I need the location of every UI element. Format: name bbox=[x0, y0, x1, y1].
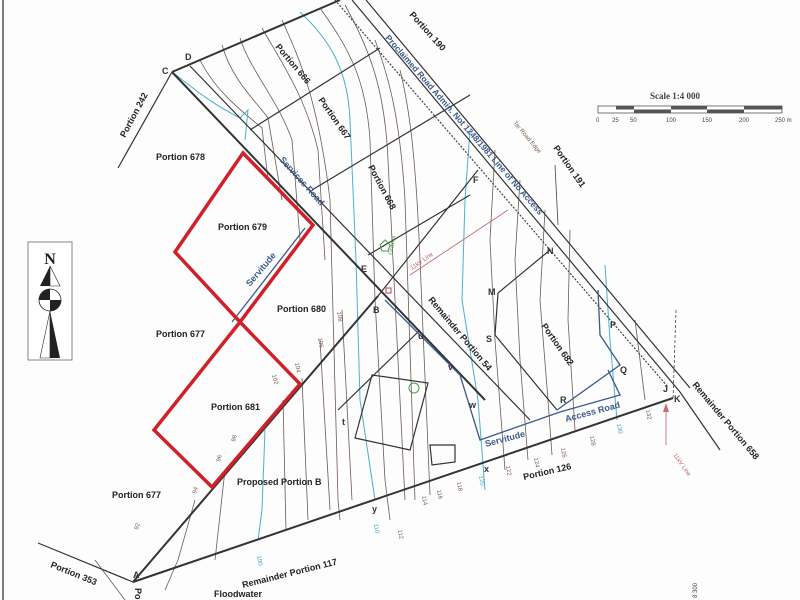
contour-label-104: 104 bbox=[293, 362, 301, 374]
parcel-681-outline[interactable] bbox=[151, 319, 303, 490]
contour-label-120: 120 bbox=[477, 475, 485, 487]
contour-label-124: 124 bbox=[532, 457, 540, 469]
label-portion-191: Portion 191 bbox=[551, 143, 587, 189]
label-portion-681: Portion 681 bbox=[211, 402, 260, 412]
contour-label-98: 98 bbox=[231, 434, 239, 443]
label-tar-road-edge: Tar Road Edge bbox=[511, 120, 542, 155]
label-portion-679: Portion 679 bbox=[218, 222, 267, 232]
point-n: N bbox=[547, 246, 554, 256]
label-portion-668: Portion 668 bbox=[366, 163, 398, 211]
scale-tick-25: 25 bbox=[612, 118, 619, 124]
label-remainder-658: Remainder Portion 658 bbox=[690, 380, 761, 462]
contour-label-100: 100 bbox=[255, 555, 263, 567]
point-e: E bbox=[361, 264, 367, 274]
contour-label-116: 116 bbox=[435, 489, 443, 500]
contour-lines bbox=[94, 4, 646, 600]
label-graves: Graves bbox=[388, 235, 397, 255]
contour-label-126: 126 bbox=[559, 447, 567, 459]
power-lines bbox=[409, 209, 669, 445]
label-proclaimed-road: Proclaimed Road Admin. Not 1248/1981 Lin… bbox=[383, 33, 545, 217]
point-a: A bbox=[133, 570, 140, 580]
marker-icon bbox=[385, 287, 392, 294]
point-m: M bbox=[488, 287, 496, 297]
north-arrow-icon: N bbox=[27, 241, 73, 361]
tree-icon bbox=[408, 382, 420, 394]
point-d: D bbox=[185, 52, 192, 62]
scale-tick-150: 150 bbox=[702, 118, 713, 124]
point-f: F bbox=[473, 175, 479, 185]
scale-tick-200: 200 bbox=[739, 118, 750, 124]
label-portion-678: Portion 678 bbox=[156, 152, 205, 162]
contour-label-132: 132 bbox=[644, 409, 652, 421]
point-w: w bbox=[468, 400, 477, 410]
label-portion-677b: Portion 677 bbox=[112, 490, 161, 500]
label-proposed-portion-b: Proposed Portion B bbox=[237, 477, 322, 487]
point-x: x bbox=[484, 464, 489, 474]
point-b: B bbox=[373, 305, 380, 315]
label-11kv-line-1: 11kV Line bbox=[410, 251, 435, 271]
contour-label-114: 114 bbox=[420, 495, 428, 506]
point-j: J bbox=[663, 384, 668, 394]
label-remainder-117: Remainder Portion 117 bbox=[241, 557, 338, 590]
contour-label-102: 102 bbox=[270, 374, 279, 386]
label-portion-126: Portion 126 bbox=[522, 461, 572, 482]
contour-label-122: 122 bbox=[504, 465, 512, 477]
proclaimed-road bbox=[334, 0, 721, 451]
scale-title: Scale 1:4 000 bbox=[650, 91, 700, 101]
point-s: S bbox=[486, 334, 492, 344]
tar-road-edge-pointer bbox=[554, 164, 559, 226]
scale-tick-0: 0 bbox=[596, 118, 600, 124]
north-label: N bbox=[44, 251, 56, 268]
label-portion-353: Portion 353 bbox=[49, 560, 98, 588]
contour-label-118: 118 bbox=[455, 481, 463, 492]
label-edge-number: 8 300 bbox=[693, 582, 699, 598]
label-portion-677a: Portion 677 bbox=[156, 329, 205, 339]
graves-icon bbox=[379, 239, 391, 252]
label-remainder-54: Remainder Portion 54 bbox=[426, 295, 493, 373]
label-11kv-line-2: 11kV Line bbox=[671, 453, 691, 478]
label-portion-190: Portion 190 bbox=[408, 10, 448, 53]
survey-points: A B C D E F J K M N P Q R S t u v w x y bbox=[133, 52, 681, 580]
label-portion-667: Portion 667 bbox=[316, 95, 352, 141]
contour-labels: 92 94 96 98 100 102 104 106 108 110 112 … bbox=[134, 311, 652, 567]
contour-label-110: 110 bbox=[372, 523, 380, 534]
label-portion-666: Portion 666 bbox=[273, 42, 312, 86]
scale-tick-250: 250 m bbox=[775, 118, 792, 124]
point-k: K bbox=[674, 394, 681, 404]
contour-label-108: 108 bbox=[335, 311, 343, 323]
contour-label-130: 130 bbox=[615, 423, 623, 435]
scale-tick-100: 100 bbox=[666, 118, 677, 124]
point-c: C bbox=[162, 66, 169, 76]
contour-label-94: 94 bbox=[192, 486, 200, 495]
point-p: P bbox=[610, 320, 616, 330]
boundaries bbox=[37, 0, 674, 583]
contour-label-96: 96 bbox=[216, 454, 224, 463]
point-y: y bbox=[372, 504, 377, 514]
point-r: R bbox=[560, 395, 567, 405]
label-cut-off-left: Po bbox=[133, 588, 143, 600]
point-v: v bbox=[448, 362, 453, 372]
contour-label-128: 128 bbox=[588, 435, 596, 447]
scale-tick-50: 50 bbox=[630, 118, 637, 124]
point-q: Q bbox=[620, 365, 627, 375]
parcel-679-outline[interactable] bbox=[172, 150, 316, 325]
contour-label-92: 92 bbox=[134, 522, 142, 531]
contour-label-106: 106 bbox=[316, 337, 324, 349]
servitude-lines bbox=[231, 227, 621, 441]
scale-bar: Scale 1:4 000 0 25 50 100 150 200 250 m bbox=[596, 91, 792, 124]
contour-label-112: 112 bbox=[396, 529, 404, 540]
point-t: t bbox=[342, 417, 345, 427]
label-portion-242: Portion 242 bbox=[118, 91, 150, 139]
label-floodwater: Floodwater bbox=[214, 589, 262, 599]
point-u: u bbox=[418, 331, 424, 341]
label-portion-680: Portion 680 bbox=[277, 304, 326, 314]
